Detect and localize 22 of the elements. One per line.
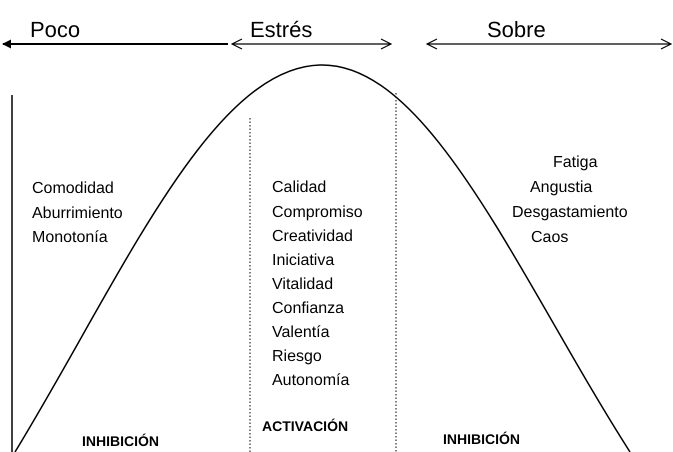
list-item: Creatividad: [272, 228, 353, 246]
axis-label: Sobre: [487, 18, 546, 42]
list-item: Monotonía: [32, 229, 108, 247]
list-item: Confianza: [272, 300, 344, 318]
axis-label: Estrés: [250, 18, 312, 42]
zone-label: INHIBICIÓN: [82, 434, 159, 450]
list-item: Desgastamiento: [512, 204, 628, 222]
list-item: Calidad: [272, 179, 326, 197]
list-item: Aburrimiento: [32, 205, 123, 223]
list-item: Fatiga: [553, 154, 598, 172]
list-item: Compromiso: [272, 204, 363, 222]
list-item: Angustia: [530, 179, 592, 197]
list-item: Valentía: [272, 324, 330, 342]
list-item: Autonomía: [272, 372, 350, 390]
zone-label: ACTIVACIÓN: [262, 419, 348, 434]
axis-label: Poco: [30, 18, 80, 42]
list-item: Riesgo: [272, 348, 322, 366]
list-item: Caos: [531, 229, 568, 247]
zone-label: INHIBICIÓN: [443, 432, 520, 448]
list-item: Comodidad: [32, 180, 114, 198]
list-item: Iniciativa: [272, 252, 334, 270]
list-item: Vitalidad: [272, 276, 334, 294]
